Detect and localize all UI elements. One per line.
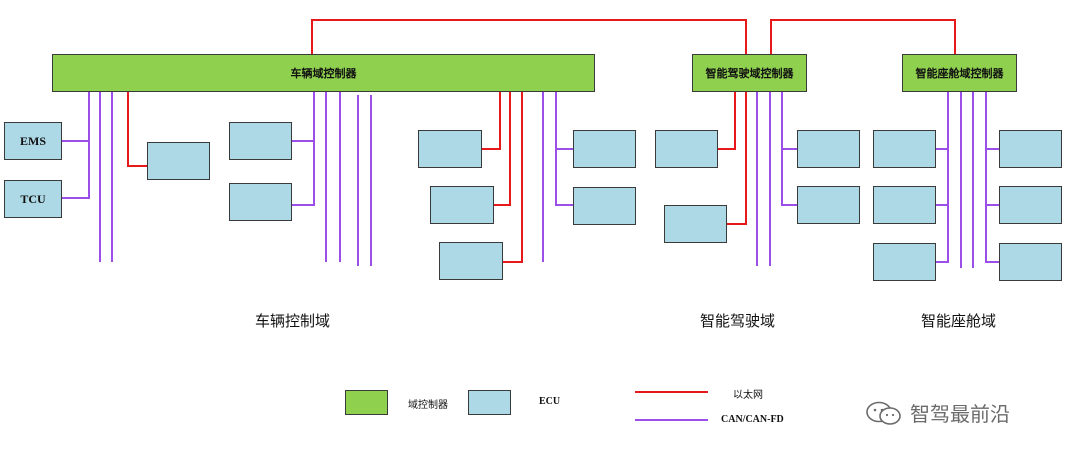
can-bus — [985, 92, 999, 263]
ecu-box — [573, 187, 636, 225]
ecu-box — [797, 186, 860, 224]
can-bus — [936, 92, 949, 263]
adas-domain-label: 智能驾驶域 — [700, 312, 776, 330]
ethernet-link-vehicle-ecu — [494, 92, 511, 206]
ethernet-link-adas-ecu — [718, 92, 736, 150]
ecu-box — [999, 130, 1062, 168]
can-bus — [555, 92, 573, 206]
ecu-box — [999, 186, 1062, 224]
ecu-box — [439, 242, 503, 280]
ecu-box — [873, 130, 936, 168]
wechat-icon — [866, 401, 901, 425]
legend-domain-controller-label: 域控制器 — [408, 400, 448, 411]
cabin-domain-controller-label: 智能座舱域控制器 — [915, 67, 1004, 80]
ethernet-link-vehicle-adas — [311, 19, 747, 54]
ethernet-link-adas-cabin — [770, 19, 956, 54]
vehicle-domain-label: 车辆控制域 — [255, 312, 331, 330]
ecu-box — [664, 205, 727, 243]
ecu-tcu: TCU — [4, 180, 62, 218]
ecu-box — [573, 130, 636, 168]
ecu-box — [655, 130, 718, 168]
ecu-box — [797, 130, 860, 168]
legend-ethernet-label: 以太网 — [733, 390, 763, 401]
can-bus — [292, 92, 315, 206]
watermark-text: 智驾最前沿 — [910, 402, 1010, 426]
can-bus — [62, 92, 90, 199]
ecu-box — [873, 186, 936, 224]
ecu-ems-label: EMS — [19, 133, 46, 148]
ethernet-link-vehicle-ecu — [127, 92, 147, 167]
legend-ecu-swatch — [468, 390, 511, 415]
vehicle-domain-controller: 车辆域控制器 — [52, 54, 595, 92]
can-bus — [781, 92, 797, 206]
ecu-box — [147, 142, 210, 180]
ecu-box — [430, 186, 494, 224]
watermark: 智驾最前沿 — [864, 398, 1010, 427]
ecu-ems: EMS — [4, 122, 62, 160]
ecu-tcu-label: TCU — [20, 191, 46, 206]
ecu-box — [229, 183, 292, 221]
ecu-box — [418, 130, 482, 168]
ethernet-link-vehicle-ecu — [482, 92, 501, 150]
ecu-box — [999, 243, 1062, 281]
legend-ecu-label: ECU — [539, 396, 561, 407]
legend-domain-controller-swatch — [345, 390, 388, 415]
ecu-box — [873, 243, 936, 281]
vehicle-domain-controller-label: 车辆域控制器 — [290, 67, 357, 80]
adas-domain-controller-label: 智能驾驶域控制器 — [705, 67, 794, 80]
ecu-box — [229, 122, 292, 160]
ethernet-link-adas-ecu — [727, 92, 747, 225]
legend-can-label: CAN/CAN-FD — [721, 414, 784, 425]
ethernet-link-vehicle-ecu — [503, 92, 523, 263]
adas-domain-controller: 智能驾驶域控制器 — [692, 54, 807, 92]
cabin-domain-controller: 智能座舱域控制器 — [902, 54, 1017, 92]
cabin-domain-label: 智能座舱域 — [921, 312, 997, 330]
